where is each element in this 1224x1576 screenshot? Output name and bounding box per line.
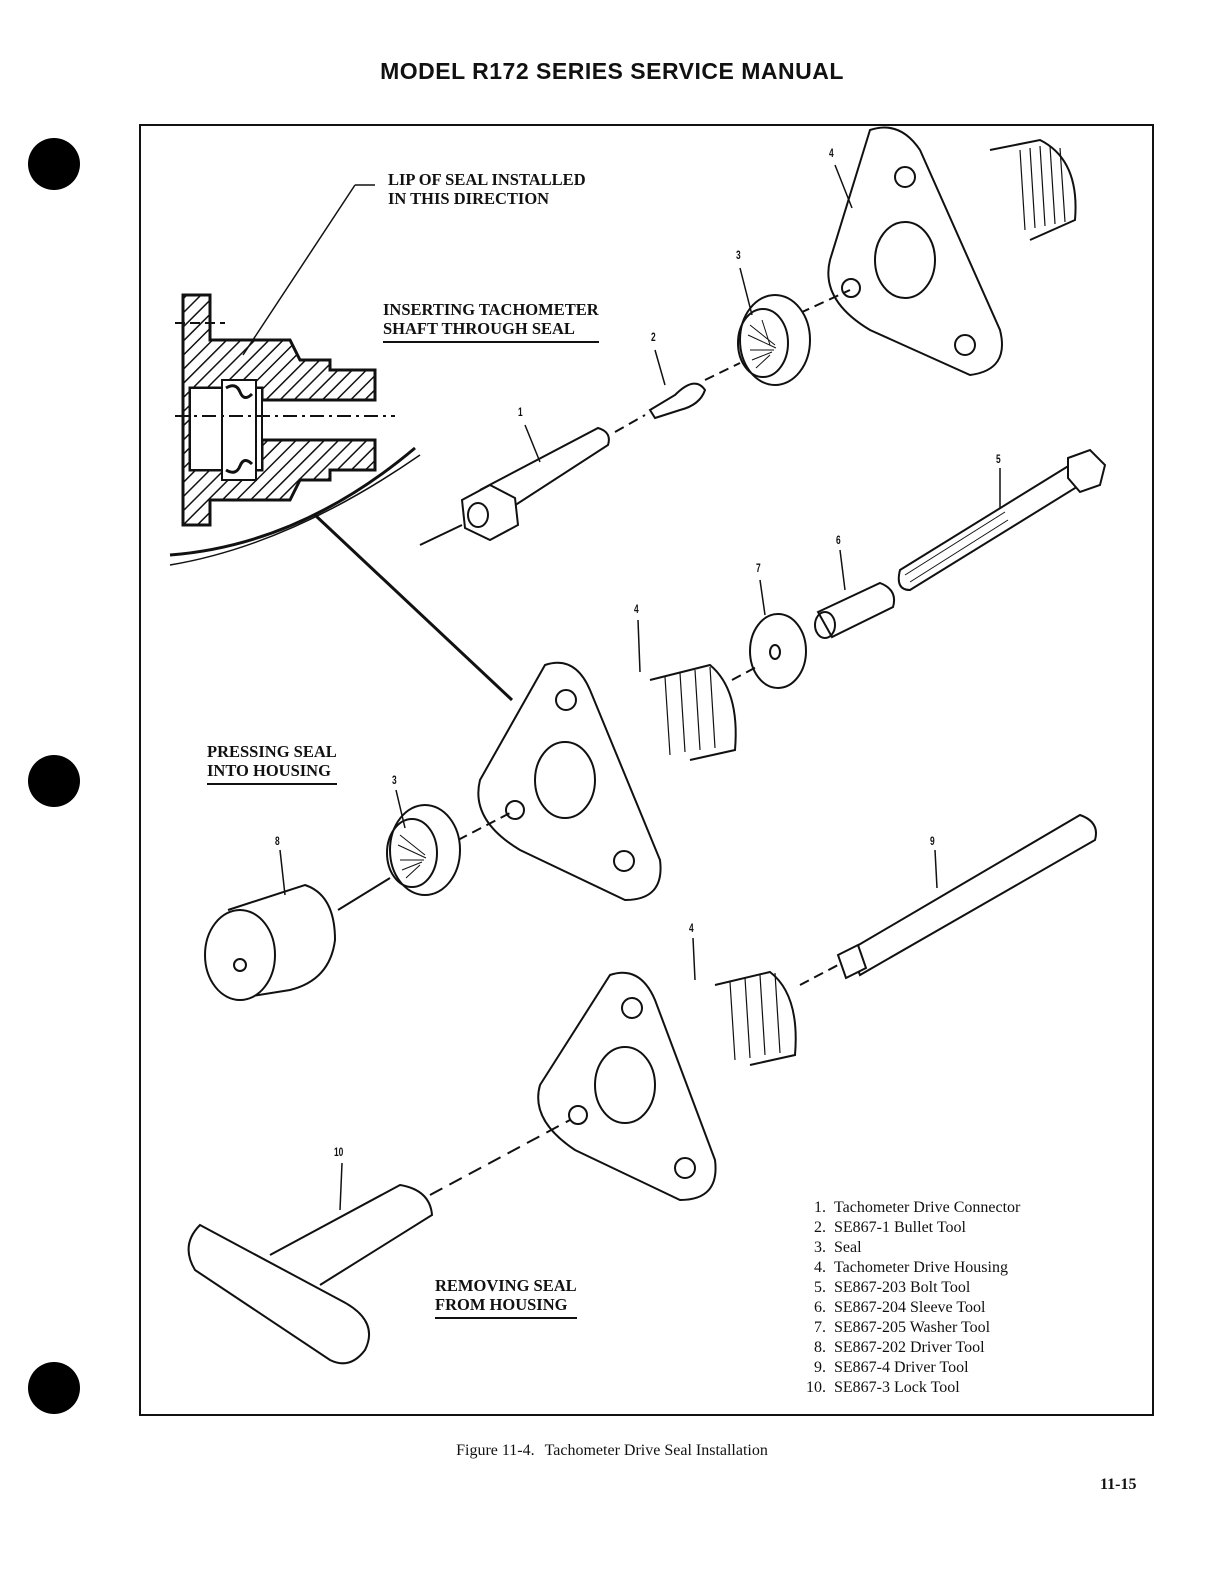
driver-tool-9 [799, 813, 1097, 986]
callout-7: 7 [756, 561, 761, 575]
parts-legend: 1. Tachometer Drive Connector 2. SE867-1 B… [788, 1198, 1020, 1398]
label-inserting-line1: INSERTING TACHOMETER [383, 300, 599, 319]
page-number: 11-15 [1100, 1476, 1137, 1493]
label-removing-line2: FROM HOUSING [435, 1295, 577, 1319]
legend-number: 10. [806, 1379, 826, 1396]
legend-number: 2. [814, 1219, 826, 1236]
housing-bottom [429, 970, 797, 1202]
legend-number: 7. [814, 1319, 826, 1336]
bolt-tool [897, 448, 1107, 592]
callout-4-bottom: 4 [689, 921, 694, 935]
legend-text: Tachometer Drive Housing [834, 1259, 1008, 1276]
legend-text: SE867-202 Driver Tool [834, 1339, 985, 1356]
legend-number: 4. [814, 1259, 826, 1276]
label-removing: REMOVING SEAL FROM HOUSING [435, 1276, 577, 1319]
binder-hole-top [28, 138, 80, 190]
label-inserting: INSERTING TACHOMETER SHAFT THROUGH SEAL [383, 300, 599, 343]
legend-number: 8. [814, 1339, 826, 1356]
legend-number: 9. [814, 1359, 826, 1376]
legend-text: Seal [834, 1239, 862, 1256]
housing-middle [457, 661, 737, 902]
legend-text: SE867-3 Lock Tool [834, 1379, 960, 1396]
callout-1: 1 [518, 405, 523, 419]
callout-5: 5 [996, 452, 1001, 466]
legend-number: 1. [814, 1199, 826, 1216]
legend-item: 3. Seal [788, 1238, 1020, 1258]
driver-tool-8 [204, 883, 337, 1001]
washer-tool [731, 613, 807, 689]
legend-item: 6. SE867-204 Sleeve Tool [788, 1298, 1020, 1318]
figure-caption: Figure 11-4. Tachometer Drive Seal Instal… [0, 1442, 1224, 1460]
callout-4-top: 4 [829, 146, 834, 160]
figure-number: Figure 11-4. [456, 1442, 535, 1459]
legend-text: Tachometer Drive Connector [834, 1199, 1021, 1216]
label-lip-of-seal: LIP OF SEAL INSTALLED IN THIS DIRECTION [388, 170, 586, 208]
legend-text: SE867-205 Washer Tool [834, 1319, 991, 1336]
callout-10: 10 [334, 1145, 344, 1159]
callout-8: 8 [275, 834, 280, 848]
seal-cross-section-detail [169, 184, 514, 702]
label-removing-line1: REMOVING SEAL [435, 1276, 577, 1295]
label-pressing-line1: PRESSING SEAL [207, 742, 337, 761]
tachometer-drive-connector [419, 414, 646, 546]
legend-item: 9. SE867-4 Driver Tool [788, 1358, 1020, 1378]
seal-middle [337, 804, 461, 911]
legend-text: SE867-1 Bullet Tool [834, 1219, 966, 1236]
legend-number: 6. [814, 1299, 826, 1316]
label-lip-line1: LIP OF SEAL INSTALLED [388, 170, 586, 189]
legend-number: 5. [814, 1279, 826, 1296]
legend-text: SE867-204 Sleeve Tool [834, 1299, 986, 1316]
legend-item: 1. Tachometer Drive Connector [788, 1198, 1020, 1218]
figure-title: Tachometer Drive Seal Installation [544, 1442, 768, 1459]
legend-item: 2. SE867-1 Bullet Tool [788, 1218, 1020, 1238]
legend-text: SE867-203 Bolt Tool [834, 1279, 971, 1296]
label-pressing-line2: INTO HOUSING [207, 761, 337, 785]
callout-6: 6 [836, 533, 841, 547]
sleeve-tool [814, 581, 896, 639]
label-lip-line2: IN THIS DIRECTION [388, 189, 550, 208]
bullet-tool [648, 362, 741, 420]
legend-text: SE867-4 Driver Tool [834, 1359, 969, 1376]
callout-3-middle: 3 [392, 773, 397, 787]
callout-4-middle: 4 [634, 602, 639, 616]
lock-tool [187, 1183, 434, 1365]
legend-number: 3. [814, 1239, 826, 1256]
legend-item: 8. SE867-202 Driver Tool [788, 1338, 1020, 1358]
label-pressing: PRESSING SEAL INTO HOUSING [207, 742, 337, 785]
label-inserting-line2: SHAFT THROUGH SEAL [383, 319, 599, 343]
legend-item: 10. SE867-3 Lock Tool [788, 1378, 1020, 1398]
page-header-title: MODEL R172 SERIES SERVICE MANUAL [380, 58, 844, 84]
callout-leaders [279, 164, 1001, 1211]
callout-2: 2 [651, 330, 656, 344]
figure-frame [139, 124, 1154, 1416]
seal-top [737, 294, 811, 386]
legend-item: 5. SE867-203 Bolt Tool [788, 1278, 1020, 1298]
legend-item: 4. Tachometer Drive Housing [788, 1258, 1020, 1278]
callout-3-top: 3 [736, 248, 741, 262]
housing-top [799, 126, 1077, 377]
binder-hole-middle [28, 755, 80, 807]
legend-item: 7. SE867-205 Washer Tool [788, 1318, 1020, 1338]
callout-9: 9 [930, 834, 935, 848]
binder-hole-bottom [28, 1362, 80, 1414]
